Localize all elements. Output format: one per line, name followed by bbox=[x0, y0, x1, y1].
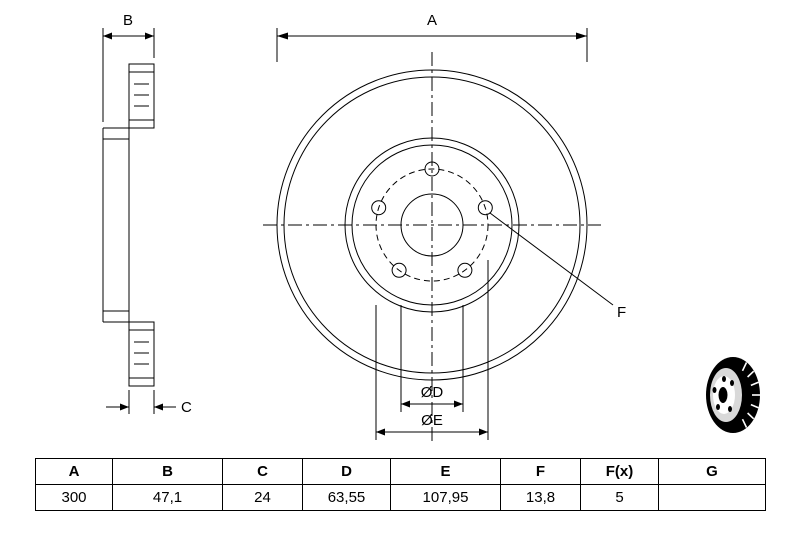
outer-edge-circle bbox=[283, 76, 581, 374]
value-g bbox=[658, 484, 766, 511]
header-c: C bbox=[222, 458, 303, 485]
value-a: 300 bbox=[35, 484, 113, 511]
dimension-b: B bbox=[102, 12, 155, 122]
value-fx: 5 bbox=[580, 484, 659, 511]
bolt-hole bbox=[424, 161, 440, 177]
header-b: B bbox=[112, 458, 223, 485]
dimension-c-label: C bbox=[181, 399, 192, 416]
bolt-hole bbox=[477, 200, 493, 216]
bolt-circle bbox=[375, 168, 489, 282]
friction-inner-circle bbox=[344, 137, 520, 313]
leader-f: F bbox=[489, 212, 626, 321]
bolt-hole bbox=[391, 262, 407, 278]
section-top-ring bbox=[128, 63, 155, 129]
hat-circle bbox=[351, 144, 513, 306]
dimension-d: ØD bbox=[400, 305, 464, 412]
dimension-e-label: ØE bbox=[421, 412, 443, 429]
dimension-a: A bbox=[276, 12, 588, 62]
brake-disc-drawing: B C bbox=[102, 12, 760, 444]
header-f: F bbox=[500, 458, 581, 485]
dimension-d-label: ØD bbox=[421, 384, 444, 401]
dimension-c: C bbox=[106, 390, 192, 416]
bolt-hole bbox=[371, 200, 387, 216]
disc-3d-icon bbox=[706, 357, 760, 433]
header-g: G bbox=[658, 458, 766, 485]
section-bottom-ring bbox=[128, 321, 155, 387]
value-b: 47,1 bbox=[112, 484, 223, 511]
table-value-row: 300 47,1 24 63,55 107,95 13,8 5 bbox=[35, 484, 766, 511]
dimension-a-label: A bbox=[427, 12, 437, 29]
value-e: 107,95 bbox=[390, 484, 501, 511]
bolt-hole bbox=[457, 262, 473, 278]
outer-diameter-circle bbox=[276, 69, 588, 381]
header-fx: F(x) bbox=[580, 458, 659, 485]
dimension-e: ØE bbox=[375, 260, 489, 440]
value-d: 63,55 bbox=[302, 484, 391, 511]
dimension-table: A B C D E F F(x) G 300 47,1 24 63,55 107… bbox=[35, 458, 766, 511]
header-d: D bbox=[302, 458, 391, 485]
center-bore-circle bbox=[400, 193, 464, 257]
value-f: 13,8 bbox=[500, 484, 581, 511]
front-view bbox=[263, 52, 601, 444]
value-c: 24 bbox=[222, 484, 303, 511]
section-view bbox=[102, 63, 155, 387]
table-header-row: A B C D E F F(x) G bbox=[35, 458, 766, 485]
dimension-b-label: B bbox=[123, 12, 133, 29]
header-e: E bbox=[390, 458, 501, 485]
header-a: A bbox=[35, 458, 113, 485]
leader-f-label: F bbox=[617, 304, 626, 321]
